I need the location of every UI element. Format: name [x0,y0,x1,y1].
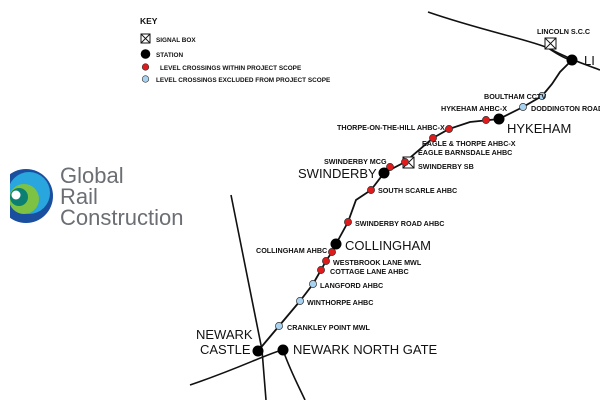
station-marker-swinderby [378,167,390,179]
crossing-marker-boultham [538,92,546,100]
crossing-label-hykeham-ahbc: HYKEHAM AHBC-X [441,104,507,113]
key-excluded-icon [141,75,150,83]
railway-line-west [230,194,267,400]
station-label-lincoln: LI [584,53,595,68]
logo-text-construction: Construction [60,205,184,230]
crossing-marker-collingham-ahbc [328,248,336,256]
crossing-label-winthorpe: WINTHORPE AHBC [307,298,373,307]
station-label-newark: NEWARK [196,327,253,342]
railway-line-main [257,59,573,352]
crossing-label-south-scarle: SOUTH SCARLE AHBC [378,186,457,195]
signal-box-label-lincoln: LINCOLN S.C.C [537,27,590,36]
crossing-label-westbrook: WESTBROOK LANE MWL [333,258,422,267]
crossing-marker-hykeham-ahbc [482,116,490,124]
station-marker-newark-castle [252,345,264,357]
station-marker-collingham [330,238,342,250]
station-marker-lincoln [566,54,578,66]
crossing-marker-cottage-lane [317,266,325,274]
logo-text-rail: Rail [60,184,98,209]
crossing-label-thorpe: THORPE-ON-THE-HILL AHBC-X [337,123,445,132]
map-key: KEY SIGNAL BOX STATION LEVEL CROSSINGS W… [140,16,331,84]
key-label-station: STATION [156,52,183,59]
station-label-hykeham: HYKEHAM [507,121,571,136]
crossing-marker-westbrook [322,257,330,265]
crossing-marker-eagle-barnsdale [401,158,409,166]
crossing-label-eagle-thorpe: EAGLE & THORPE AHBC-X [422,139,516,148]
crossing-label-swinderby-mcg: SWINDERBY MCG [324,157,387,166]
crossing-marker-crankley [275,322,283,330]
crossing-marker-south-scarle [367,186,375,194]
station-label-castle: CASTLE [200,342,251,357]
railway-line-crossing [189,349,283,386]
signal-box-label-swinderby: SWINDERBY SB [418,162,474,171]
crossing-marker-thorpe [445,125,453,133]
key-station-icon [140,49,151,59]
key-label-in-scope: LEVEL CROSSINGS WITHIN PROJECT SCOPE [160,65,302,72]
key-in-scope-icon [141,63,150,71]
key-title: KEY [140,16,158,26]
railway-line-east [427,11,600,71]
station-label-newark-north-gate: NEWARK NORTH GATE [293,342,438,357]
crossing-marker-eagle-thorpe [429,134,437,142]
signal-box-icon [544,37,557,50]
key-signal-box-icon [140,33,151,44]
railway-line-north-gate-south [282,349,306,400]
crossing-marker-doddington [519,103,527,111]
crossing-marker-winthorpe [296,297,304,305]
crossing-label-crankley: CRANKLEY POINT MWL [287,323,371,332]
station-label-collingham: COLLINGHAM [345,238,431,253]
logo-mark-icon [0,160,53,234]
key-label-signal-box: SIGNAL BOX [156,37,196,44]
crossing-marker-langford [309,280,317,288]
key-label-excluded: LEVEL CROSSINGS EXCLUDED FROM PROJECT SC… [156,77,331,84]
global-rail-logo: Global Rail Construction [0,160,184,234]
crossing-label-langford: LANGFORD AHBC [320,281,383,290]
crossing-label-eagle-barnsdale: EAGLE BARNSDALE AHBC [418,148,512,157]
crossing-label-doddington: DODDINGTON ROAD [531,104,600,113]
crossing-label-boultham: BOULTHAM CCTV [484,92,546,101]
crossing-marker-swinderby-mcg [386,163,394,171]
crossing-label-swinderby-road: SWINDERBY ROAD AHBC [355,219,444,228]
crossing-marker-swinderby-road [344,218,352,226]
crossing-label-collingham-ahbc: COLLINGHAM AHBC [256,246,327,255]
station-marker-hykeham [493,113,505,125]
logo-text-global: Global [60,163,124,188]
station-label-swinderby: SWINDERBY [298,166,377,181]
station-marker-newark-north-gate [277,344,289,356]
crossing-label-cottage-lane: COTTAGE LANE AHBC [330,267,409,276]
